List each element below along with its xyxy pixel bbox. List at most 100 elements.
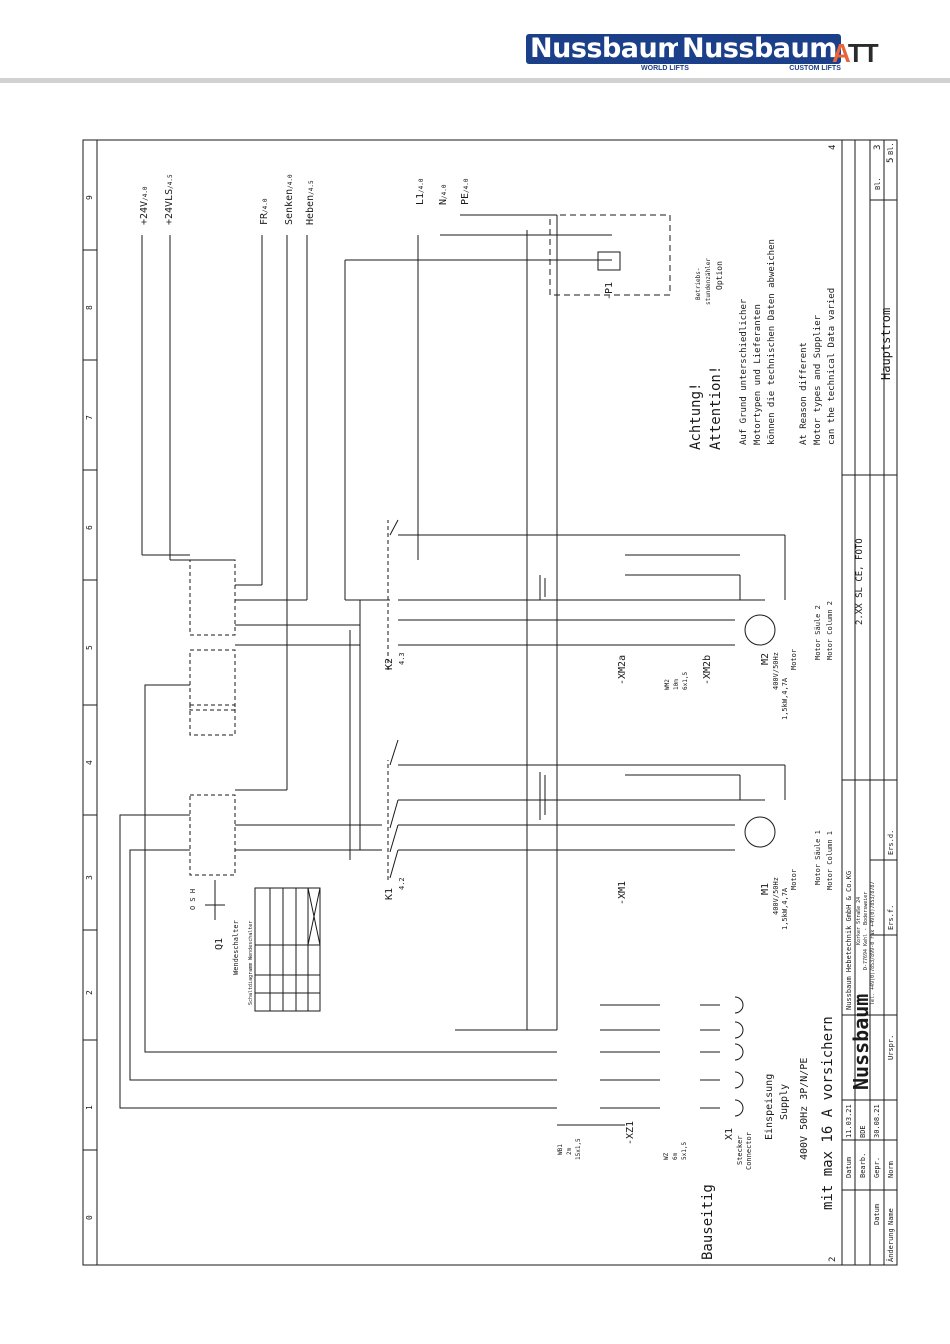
sheet-frame xyxy=(82,139,898,1266)
xm2b-tag: -XM2b xyxy=(702,655,713,685)
m1-tag: M1 xyxy=(760,883,771,895)
label-24vls: +24VLS/4.5 xyxy=(164,174,175,225)
title-project: 2.XX SL CE, FOTO xyxy=(855,538,865,625)
wm2-l2: 10m xyxy=(673,679,680,690)
grid-col-6: 6 xyxy=(85,525,94,530)
tb-sheet: 3 xyxy=(873,145,883,150)
tb-datum: Datum xyxy=(845,1157,853,1178)
attention-de-2: Motortypen und Lieferanten xyxy=(753,304,763,445)
k1-ref: 4.2 xyxy=(398,877,406,890)
m1-spec-1: 400V/50Hz xyxy=(772,877,780,915)
m1-spec-2: 1,5kW,4,7A xyxy=(781,887,789,930)
attention-title-en: Attention! xyxy=(708,366,724,450)
title-address-1: Korker Straße 24 xyxy=(856,897,862,945)
grid-col-0: 0 xyxy=(85,1215,94,1220)
m1-motor: Motor xyxy=(790,869,798,890)
tb-sheets: 5 xyxy=(886,158,896,163)
nussbaum-custom-lifts-logo: Nussbaum CUSTOM LIFTS xyxy=(678,34,841,74)
tb-date-1: 11.03.21 xyxy=(845,1104,853,1138)
x1-en: Connector xyxy=(745,1132,753,1170)
attention-en-2: Motor types and Supplier xyxy=(813,314,823,445)
page-header: Nussbaum WORLD LIFTS Nussbaum CUSTOM LIF… xyxy=(0,0,950,83)
tb-date-2: BDE xyxy=(859,1125,867,1138)
k1-tag: K1 xyxy=(384,888,395,900)
supply-spec: 400V 50Hz 3P/N/PE xyxy=(799,1058,810,1160)
bauseitig-label: Bauseitig xyxy=(700,1184,716,1260)
attention-de-3: können die technischen Daten abweichen xyxy=(767,239,777,445)
grid-col-7: 7 xyxy=(85,415,94,420)
label-fr: FR/4.0 xyxy=(259,198,270,225)
grid-col-2: 2 xyxy=(85,990,94,995)
supply-de: Einspeisung xyxy=(764,1074,775,1140)
tb-ersd: Ers.d. xyxy=(887,830,895,855)
xm2a-tag: -XM2a xyxy=(617,655,628,685)
m1-col-en: Motor Column 1 xyxy=(826,831,834,890)
m2-motor: Motor xyxy=(790,649,798,670)
title-address-2: D-77694 Kehl - Bodersweier xyxy=(863,892,869,970)
attention-en-1: At Reason different xyxy=(799,342,809,445)
m2-col-de: Motor Säule 2 xyxy=(814,605,822,660)
supply-en: Supply xyxy=(779,1084,790,1120)
attention-title-de: Achtung! xyxy=(688,383,704,450)
label-senken: Senken/4.0 xyxy=(284,174,295,225)
p1-note-de: Betriebs- xyxy=(695,267,702,300)
att-logo: ATT xyxy=(832,38,879,68)
label-24v: +24V/4.0 xyxy=(139,186,150,225)
m2-col-en: Motor Column 2 xyxy=(826,601,834,660)
tb-ersf: Ers.f. xyxy=(887,905,895,930)
x1-tag: X1 xyxy=(724,1128,735,1140)
label-pe: PE/4.0 xyxy=(460,178,471,205)
p1-tag: -P1 xyxy=(604,282,615,300)
q1-table-title: Schaltdiagramm Wendeschalter xyxy=(248,921,254,1005)
fuse-note: mit max 16 A vorsichern xyxy=(820,1016,836,1210)
title-address-3: Tel. +49(0)7853/899-0 Fax +49(0)7853/878… xyxy=(870,882,876,1005)
label-n: N/4.0 xyxy=(438,184,449,205)
m2-tag: M2 xyxy=(760,653,771,665)
q1-tag: Q1 xyxy=(214,938,225,950)
wz-l3: 5x1,5 xyxy=(681,1142,688,1160)
tb-bl2: Bl. xyxy=(887,142,895,155)
attention-de-1: Auf Grund unterschiedlicher xyxy=(739,298,749,445)
grid-col-3: 3 xyxy=(85,875,94,880)
tb-aenderung: Änderung xyxy=(886,1228,895,1262)
title-company: Nussbaum Hebetechnik GmbH & Co.KG xyxy=(845,871,853,1010)
q1-positions: O S H xyxy=(189,889,197,910)
grid-col-4: 4 xyxy=(85,760,94,765)
x1-de: Stecker xyxy=(736,1135,744,1165)
title-logo: Nussbaum xyxy=(849,994,873,1090)
p1-note-option: Option xyxy=(715,261,724,290)
tb-gepr: Gepr. xyxy=(873,1157,881,1178)
wb1-l3: 15x1,5 xyxy=(575,1138,582,1160)
grid-col-5: 5 xyxy=(85,645,94,650)
wz-l1: WZ xyxy=(663,1152,670,1160)
wz-l2: 6m xyxy=(672,1152,679,1160)
q1-title: Wendeschalter xyxy=(232,920,240,975)
k2-ref: 4.3 xyxy=(398,652,406,665)
tb-sheet-prev: 2 xyxy=(828,1257,838,1262)
m2-spec-1: 400V/50Hz xyxy=(772,652,780,690)
wb1-l1: WB1 xyxy=(557,1144,564,1155)
tb-date-3: 30.08.21 xyxy=(873,1104,881,1138)
xz1-tag: -XZ1 xyxy=(625,1121,636,1145)
label-l1: L1/4.0 xyxy=(415,178,426,205)
attention-en-3: can the technical Data varied xyxy=(827,288,837,445)
p1-note-de2: stundenzähler xyxy=(705,258,712,305)
k2-tag: K2 xyxy=(384,658,395,670)
tb-bearb: Bearb. xyxy=(859,1153,867,1178)
tb-bl: Bl. xyxy=(874,177,882,190)
tb-norm: Norm xyxy=(887,1161,895,1178)
label-heben: Heben/4.5 xyxy=(305,180,316,225)
wm2-l3: 6x1,5 xyxy=(682,672,689,690)
wb1-l2: 2m xyxy=(566,1147,573,1155)
tb-name: Name xyxy=(887,1208,895,1225)
tb-datum2: Datum xyxy=(873,1204,881,1225)
grid-col-1: 1 xyxy=(85,1105,94,1110)
xm1-tag: -XM1 xyxy=(617,881,628,905)
wm2-l1: WM2 xyxy=(664,679,671,690)
tb-ursp: Urspr. xyxy=(887,1035,895,1060)
m1-col-de: Motor Säule 1 xyxy=(814,830,822,885)
m2-spec-2: 1,5kW,4,7A xyxy=(781,677,789,720)
grid-col-9: 9 xyxy=(85,195,94,200)
header-rule xyxy=(0,78,950,83)
